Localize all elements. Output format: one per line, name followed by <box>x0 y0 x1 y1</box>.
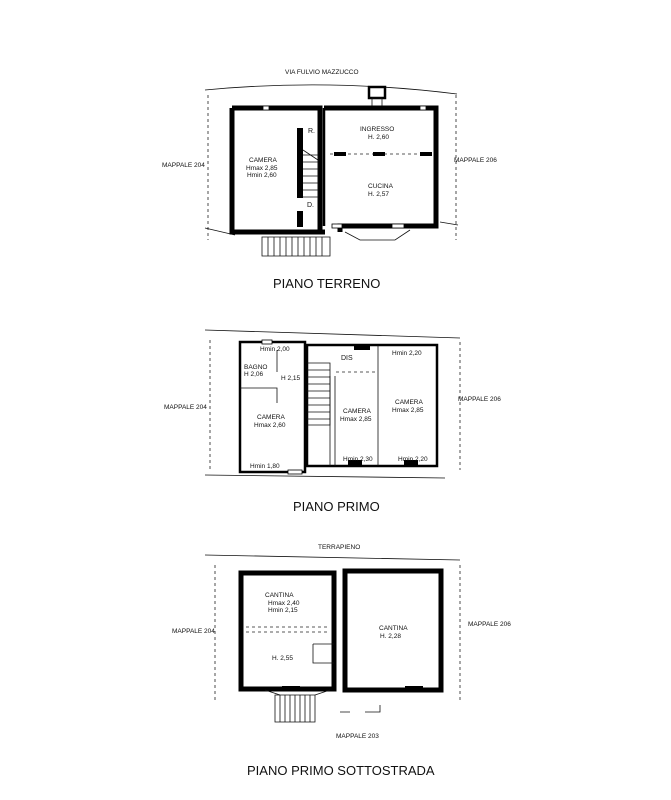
bagno-hmin: Hmin 2,00 <box>260 346 290 353</box>
stair-up-label: R. <box>308 128 315 135</box>
caption-first: PIANO PRIMO <box>293 499 380 514</box>
parcel-right-label-1: MAPPALE 206 <box>458 396 501 403</box>
window-1 <box>262 105 270 111</box>
entrance-steps <box>261 229 411 257</box>
stair-down-label: D. <box>307 202 314 209</box>
room-camera-left-name: CAMERA <box>257 414 285 421</box>
roof-edge-top <box>204 329 461 339</box>
parcel-bottom-label: MAPPALE 203 <box>336 733 379 740</box>
room-camera-hmax: Hmax 2,85 <box>246 165 278 172</box>
divider-post-1 <box>334 152 346 156</box>
street-edge <box>204 84 458 95</box>
room-cantina-left-height: H. 2,55 <box>272 655 293 662</box>
first-floor-plan: Hmin 2,00 BAGNO H 2,06 H 2,15 CAMERA Hma… <box>164 329 501 514</box>
window-3 <box>331 223 343 229</box>
room-cantina-right-height: H. 2,28 <box>380 633 401 640</box>
basement-steps <box>264 689 381 723</box>
room-bagno-name: BAGNO <box>244 364 267 371</box>
room-cantina-right-name: CANTINA <box>379 625 408 632</box>
cantina-niche <box>312 643 334 664</box>
room-camera-right-hmax: Hmax 2,85 <box>392 407 424 414</box>
room-cucina-height: H. 2,57 <box>368 191 389 198</box>
staircase-first <box>307 362 378 426</box>
corridor-walls <box>329 376 336 466</box>
door-block-2 <box>348 460 362 465</box>
parcel-left-label-2: MAPPALE 204 <box>172 628 215 635</box>
door-block-3 <box>404 460 418 465</box>
room-bagno-height: H 2,06 <box>244 371 264 378</box>
stair-slope <box>302 149 319 161</box>
basement-steps-lines <box>279 695 311 722</box>
divider-post-2 <box>373 152 385 156</box>
steps-lines <box>267 237 323 256</box>
window-2 <box>419 105 427 111</box>
room-camera-right-hmin: Hmin 2,20 <box>398 456 428 463</box>
room-camera-right-name: CAMERA <box>395 399 423 406</box>
room-camera-mid-hmax: Hmax 2,85 <box>340 416 372 423</box>
earth-edge-top <box>204 554 461 561</box>
stair-post <box>297 211 303 227</box>
parcel-left-label: MAPPALE 204 <box>162 162 205 169</box>
wall-west <box>229 108 325 235</box>
bagno-side-height: H 2,15 <box>281 375 301 382</box>
room-camera-name: CAMERA <box>249 157 277 164</box>
window-4 <box>391 223 405 229</box>
caption-ground: PIANO TERRENO <box>273 276 380 291</box>
room-cantina-left-name: CANTINA <box>265 592 294 599</box>
street-label: VIA FULVIO MAZZUCCO <box>285 69 359 76</box>
stair-outline-first <box>307 362 331 426</box>
door-block-5 <box>282 686 300 691</box>
room-camera-left-hmin: Hmin 1,80 <box>250 463 280 470</box>
ground-floor-plan: VIA FULVIO MAZZUCCO R. D <box>162 69 497 291</box>
staircase-ground <box>297 128 319 227</box>
room-camera-hmin: Hmin 2,60 <box>247 172 277 179</box>
steps-curve <box>344 229 411 241</box>
terrapieno-label: TERRAPIENO <box>318 544 360 551</box>
chimney <box>367 85 387 100</box>
room-ingresso-name: INGRESSO <box>360 126 394 133</box>
stair-treads-first <box>307 369 330 420</box>
parcel-left-label-1: MAPPALE 204 <box>164 404 207 411</box>
cantina-divider <box>246 626 330 633</box>
parcel-right-label-2: MAPPALE 206 <box>468 621 511 628</box>
room-camera-right-hmin-top: Hmin 2,20 <box>392 350 422 357</box>
floor-edge-bottom <box>204 474 446 479</box>
wall-cantina-right <box>342 568 444 693</box>
steps-outline <box>261 236 331 257</box>
room-camera-left-hmax: Hmax 2,60 <box>254 422 286 429</box>
basement-steps-wings <box>264 689 331 696</box>
door-block-4 <box>405 686 423 691</box>
room-dis-name: DIS <box>341 355 353 362</box>
caption-basement: PIANO PRIMO SOTTOSTRADA <box>247 763 435 778</box>
window-5 <box>261 339 273 345</box>
room-cucina-name: CUCINA <box>368 183 394 190</box>
wall-left-room <box>232 105 323 232</box>
wall-cantina-left <box>238 570 337 692</box>
wall-west-block <box>238 340 307 474</box>
divider-post-3 <box>420 152 432 156</box>
door-block-1 <box>354 345 370 350</box>
stair-rail <box>297 128 303 198</box>
room-cantina-left-hmin: Hmin 2,15 <box>268 607 298 614</box>
boundary-edge-right <box>439 221 459 226</box>
room-cantina-left-hmax: Hmax 2,40 <box>268 600 300 607</box>
window-6 <box>287 469 303 475</box>
ground-marks <box>340 705 381 713</box>
wall-east-block <box>305 343 439 468</box>
parcel-right-label: MAPPALE 206 <box>454 157 497 164</box>
room-camera-mid-hmin: Hmin 2,30 <box>343 456 373 463</box>
bagno-wall <box>240 387 278 403</box>
basement-steps-outline <box>274 694 316 723</box>
room-camera-mid-name: CAMERA <box>343 408 371 415</box>
basement-plan: TERRAPIENO CANTINA Hmax 2,40 Hmin 2,15 H… <box>172 544 511 778</box>
room-ingresso-height: H. 2,60 <box>368 134 389 141</box>
stair-treads <box>303 150 319 200</box>
